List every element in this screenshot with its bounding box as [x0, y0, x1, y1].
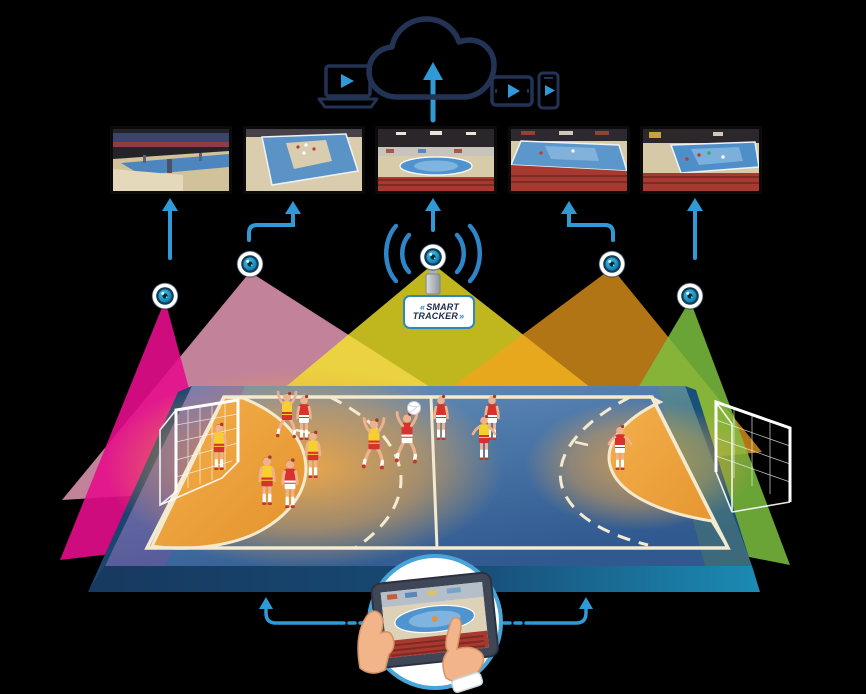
camera-1-icon: [151, 282, 179, 310]
smartphone-play-icon: [537, 71, 560, 110]
player-team-b: [394, 411, 419, 464]
cameras: [151, 243, 704, 310]
camera-feed-5: [640, 126, 762, 194]
handball-court: [88, 368, 760, 592]
players: [210, 390, 633, 508]
camera-4-icon: [598, 250, 626, 278]
ball: [407, 401, 421, 415]
arrow-cam2-head: [285, 201, 301, 214]
player-team-b: [607, 424, 633, 470]
camera-2-icon: [236, 250, 264, 278]
goal-right: [714, 399, 792, 513]
court-center-line: [429, 396, 439, 549]
court-green-tint: [658, 386, 752, 566]
camera-feed-2: [243, 126, 365, 194]
tablet-controller: [357, 554, 503, 694]
badge-title-line1: SMART: [426, 301, 460, 312]
hand-left: [357, 610, 395, 674]
camera-feed-3: [375, 126, 497, 194]
arrow-cam1-head: [162, 198, 178, 211]
nine-meter-line-right: [558, 395, 649, 547]
arrow-cam3-head: [425, 198, 441, 211]
arrow-cam4: [567, 211, 615, 242]
wifi-arcs: [384, 223, 482, 284]
player-team-a: [275, 390, 298, 439]
goal-area-right: [607, 394, 728, 545]
player-team-b: [433, 394, 449, 440]
control-arrow-right: [530, 604, 588, 625]
control-arrows: [259, 597, 593, 625]
tablet-screen: [380, 581, 489, 659]
smart-tracker-badge: « SMART TRACKER »: [403, 295, 475, 329]
arrow-cam2: [247, 211, 295, 242]
camera-feed-4: [508, 126, 630, 194]
arrow-cam4-head: [561, 201, 577, 214]
seven-meter-mark-right: [574, 440, 589, 447]
feed-arrows: [162, 198, 703, 260]
camera-feed-1: [110, 126, 232, 194]
player-team-b: [281, 458, 299, 508]
player-team-a: [210, 422, 228, 470]
camera-stand: [425, 268, 441, 295]
badge-chevron-right: »: [459, 311, 465, 321]
control-arrow-left: [264, 604, 340, 625]
hand-right-pointing: [442, 616, 485, 694]
player-team-a: [361, 417, 386, 470]
court-boundary-line: [144, 395, 731, 550]
player-team-a: [304, 430, 322, 478]
laptop-play-icon: [317, 64, 379, 109]
player-team-a: [471, 414, 497, 460]
camera-3-icon: [419, 243, 447, 271]
cloud-upload-arrow: [423, 62, 443, 123]
goal-left: [159, 398, 240, 507]
tablet-play-icon: [490, 75, 534, 107]
badge-chevron-left: «: [419, 301, 426, 312]
player-team-a: [258, 455, 276, 505]
badge-title-line2: TRACKER: [412, 311, 459, 321]
player-team-b: [296, 394, 312, 440]
arrow-cam5-head: [687, 198, 703, 211]
control-arrow-right-head: [579, 597, 593, 609]
nine-meter-line-left: [329, 395, 403, 550]
control-arrow-left-head: [259, 597, 273, 609]
camera-5-icon: [676, 282, 704, 310]
